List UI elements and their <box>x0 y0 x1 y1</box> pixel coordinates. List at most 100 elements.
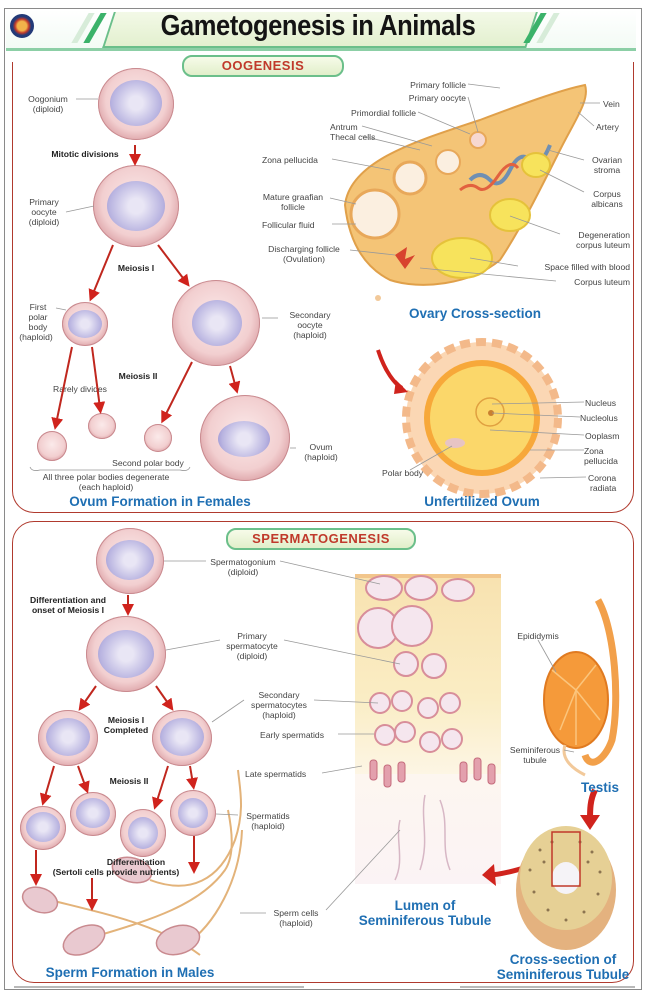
primary-follicle-label: Primary follicle <box>410 80 466 90</box>
epididymis-label: Epididymis <box>517 631 559 641</box>
follicular-fluid-label: Follicular fluid <box>262 220 315 230</box>
spermatogenesis-section-title: SPERMATOGENESIS <box>226 528 416 550</box>
page-title: Gametogenesis in Animals <box>160 10 476 42</box>
first-polar-body-label: polar <box>28 312 48 322</box>
mature-graafian-follicle-label: Mature graafian <box>262 192 324 202</box>
seminiferous-tubule-label: tubule <box>523 755 547 765</box>
zona-pellucida-ovary-label: Zona pellucida <box>262 155 318 165</box>
artery-label: Artery <box>596 122 619 132</box>
secondary-oocyte-label: Secondary <box>289 310 331 320</box>
meiosis-1-completed-label: Meiosis I <box>107 715 145 725</box>
spermatid-cell <box>70 792 116 836</box>
differentiation-label: Differentiation <box>106 857 166 867</box>
primary-spermatocyte-label: Primary <box>237 631 267 641</box>
meiosis-1-label: Meiosis I <box>117 263 155 273</box>
primary-oocyte-ploidy-label: (diploid) <box>28 217 60 227</box>
ovarian-stroma-label: stroma <box>593 165 621 175</box>
primary-oocyte-cell <box>93 165 179 247</box>
ooplasm-label: Ooplasm <box>585 431 620 441</box>
mature-graafian-follicle-label: follicle <box>281 202 305 212</box>
first-polar-body-label: First <box>29 302 47 312</box>
late-spermatids-label: Late spermatids <box>245 769 307 779</box>
zona-pellucida-label: Zona <box>584 446 604 456</box>
corpus-luteum-label: Corpus luteum <box>574 277 630 287</box>
corpus-albicans-label: albicans <box>591 199 623 209</box>
spermatogenesis-section <box>12 521 634 983</box>
tubule-lumen <box>355 774 501 884</box>
primordial-follicle-label: Primordial follicle <box>351 108 416 118</box>
ovarian-stroma-label: Ovarian <box>591 155 623 165</box>
oogonium-ploidy-label: (diploid) <box>32 104 64 114</box>
ovum-label: Ovum <box>309 442 333 452</box>
sperm-cells-label: Sperm cells <box>273 908 319 918</box>
primary-spermatocyte-label: spermatocyte <box>226 641 278 651</box>
polar-bodies-degenerate-label: All three polar bodies degenerate <box>42 472 170 482</box>
early-spermatids-label: Early spermatids <box>260 730 324 740</box>
oogonium-label: Oogonium <box>28 94 68 104</box>
second-polar-body-cell <box>144 424 172 452</box>
sperm-cells-ploidy-label: (haploid) <box>279 918 313 928</box>
secondary-oocyte-cell <box>172 280 260 366</box>
seminiferous-tubule-label: Seminiferous <box>509 745 561 755</box>
mitotic-divisions-label: Mitotic divisions <box>51 149 119 159</box>
first-polar-body-label: body <box>28 322 48 332</box>
polar-body-cell <box>37 431 67 461</box>
thecal-cells-label: Thecal cells <box>330 132 376 142</box>
polar-body-cell <box>88 413 116 439</box>
spermatid-cell <box>20 806 66 850</box>
footer-fine-print <box>14 986 304 988</box>
polar-bodies-degenerate-label: (each haploid) <box>78 482 134 492</box>
secondary-spermatocyte-cell <box>38 710 98 766</box>
ovum-cell <box>200 395 290 481</box>
antrum-label: Antrum <box>330 122 358 132</box>
degeneration-corpus-luteum-label: Degeneration <box>578 230 630 240</box>
primary-spermatocyte-cell <box>86 616 166 692</box>
nucleolus-label: Nucleolus <box>580 413 618 423</box>
polar-body-label: Polar body <box>382 468 424 478</box>
nucleus-label: Nucleus <box>585 398 617 408</box>
testis-caption: Testis <box>580 780 619 795</box>
footer-fine-print <box>460 986 635 988</box>
cross-section-caption: Cross-section of <box>509 952 617 967</box>
first-polar-body-ploidy-label: (haploid) <box>19 332 53 342</box>
secondary-oocyte-ploidy-label: (haploid) <box>293 330 327 340</box>
cross-section-caption: Seminiferous Tubule <box>496 967 630 982</box>
oogonium-cell <box>98 68 174 140</box>
vein-label: Vein <box>603 99 620 109</box>
spermatogonium-cell <box>96 528 164 594</box>
corona-radiata-label: radiata <box>590 483 617 493</box>
ovary-cross-section-caption: Ovary Cross-section <box>408 306 542 321</box>
spermatid-cell <box>120 809 166 857</box>
meiosis-2-label: Meiosis II <box>118 371 158 381</box>
unfertilized-ovum-caption: Unfertilized Ovum <box>424 494 540 509</box>
meiosis-1-completed-label: Completed <box>103 725 149 735</box>
secondary-spermatocytes-label: Secondary <box>258 690 300 700</box>
publisher-logo-icon <box>10 14 34 38</box>
lumen-caption: Seminiferous Tubule <box>358 913 492 928</box>
spermatids-ploidy-label: (haploid) <box>251 821 285 831</box>
meiosis-2-label: Meiosis II <box>109 776 149 786</box>
secondary-spermatocyte-cell <box>152 710 212 766</box>
discharging-follicle-label: Discharging follicle <box>268 244 340 254</box>
ovum-ploidy-label: (haploid) <box>304 452 338 462</box>
primary-oocyte-label: oocyte <box>31 207 57 217</box>
lumen-caption: Lumen of <box>394 898 456 913</box>
spermatogonium-label: Spermatogonium <box>210 557 276 567</box>
ovulation-label: (Ovulation) <box>282 254 326 264</box>
ovum-formation-caption: Ovum Formation in Females <box>69 494 251 509</box>
zona-pellucida-label: pellucida <box>584 456 618 466</box>
spermatids-label: Spermatids <box>246 811 290 821</box>
oogenesis-section <box>12 62 634 513</box>
differentiation-meiosis-label: onset of Meiosis I <box>31 605 105 615</box>
secondary-spermatocytes-ploidy-label: (haploid) <box>262 710 296 720</box>
sperm-formation-caption: Sperm Formation in Males <box>45 965 215 980</box>
corpus-albicans-label: Corpus <box>593 189 621 199</box>
degeneration-corpus-luteum-label: corpus luteum <box>576 240 630 250</box>
primary-oocyte-ovary-label: Primary oocyte <box>408 93 466 103</box>
spermatid-cell <box>170 790 216 836</box>
differentiation-meiosis-label: Differentiation and <box>30 595 106 605</box>
seminiferous-tubule-wall <box>355 574 501 778</box>
rarely-divides-label: Rarely divides <box>53 384 107 394</box>
second-polar-body-label: Second polar body <box>112 458 184 468</box>
sertoli-cells-label: (Sertoli cells provide nutrients) <box>52 867 180 877</box>
